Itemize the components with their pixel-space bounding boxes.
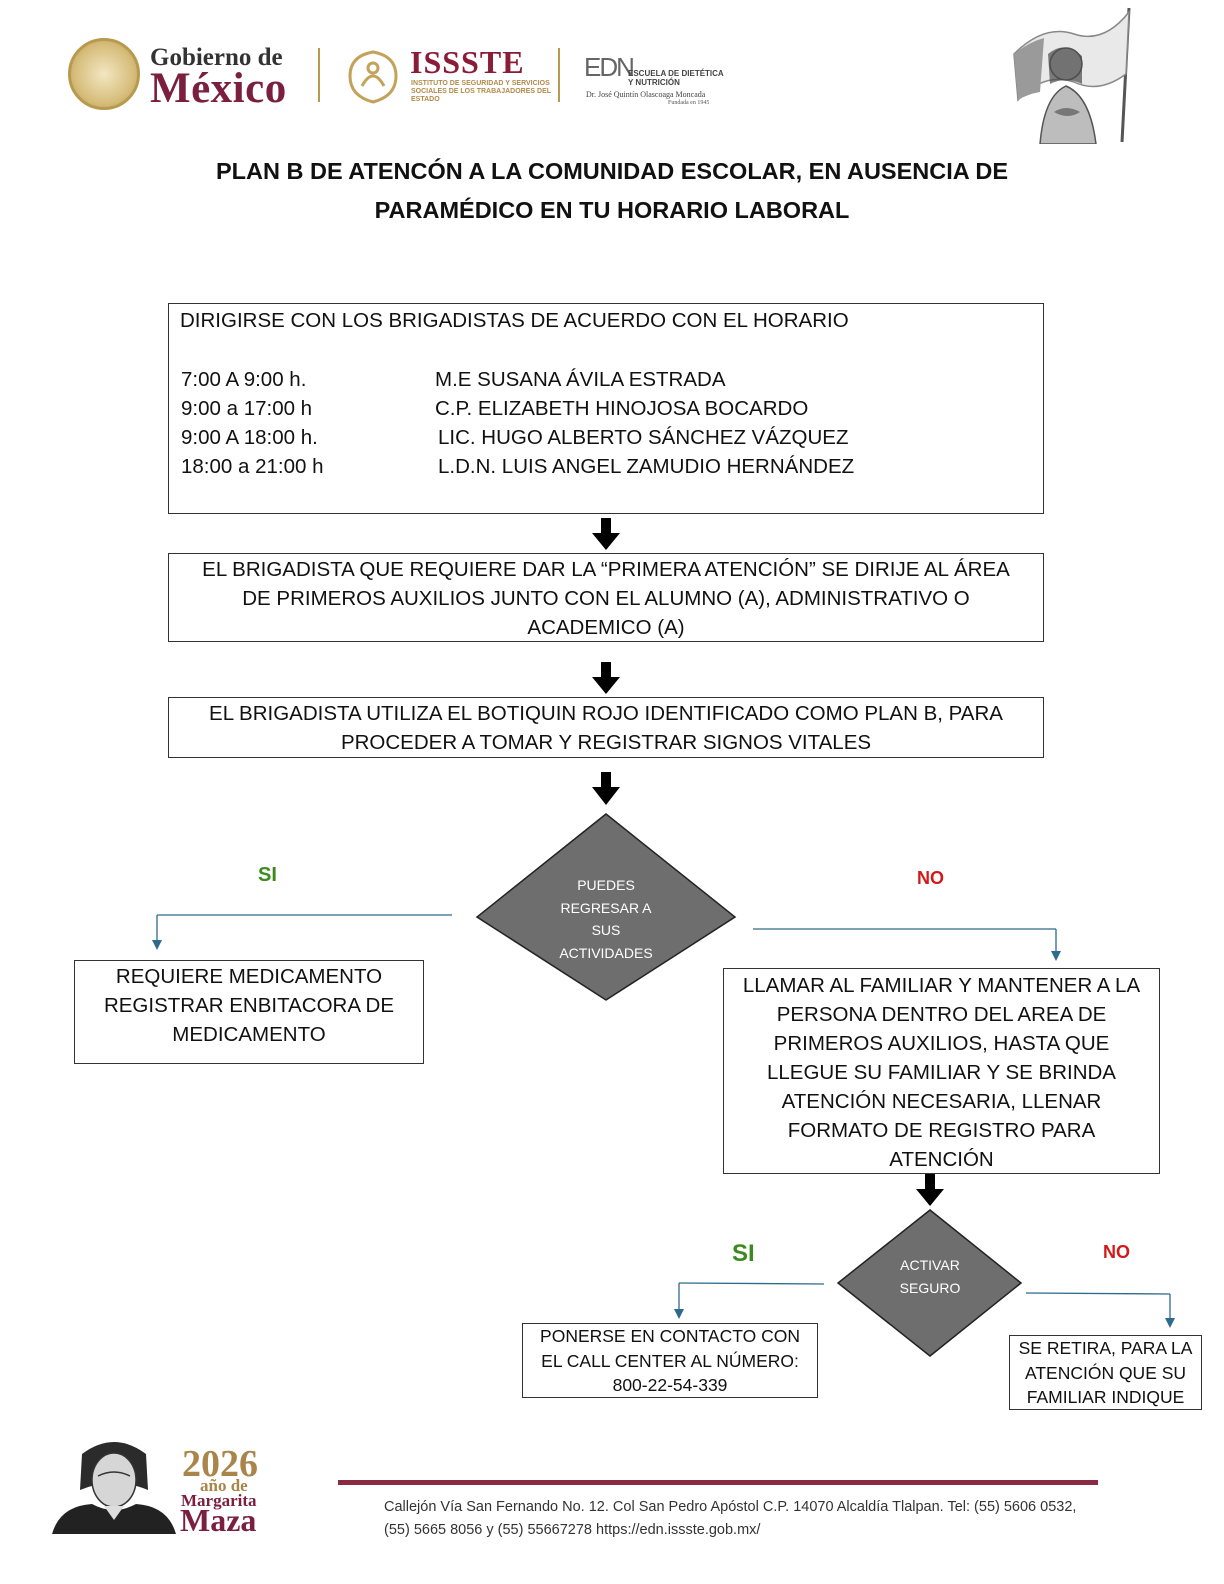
header-divider (318, 48, 320, 102)
box-line: REQUIERE MEDICAMENTO (115, 965, 383, 988)
decision-diamond-insurance (836, 1209, 1023, 1357)
schedule-time: 18:00 a 21:00 h (181, 455, 324, 478)
edn-founder: Dr. José Quintín Olascoaga Moncada (586, 90, 706, 99)
box-line: EL BRIGADISTA QUE REQUIERE DAR LA “PRIME… (202, 558, 1010, 581)
schedule-time: 9:00 A 18:00 h. (181, 426, 318, 449)
title-line-1: PLAN B DE ATENCÓN A LA COMUNIDAD ESCOLAR… (215, 158, 1009, 184)
edn-school-line1: ESCUELA DE DIETÉTICA (628, 69, 724, 78)
schedule-heading: DIRIGIRSE CON LOS BRIGADISTAS DE ACUERDO… (180, 309, 849, 332)
box-line: PRIMEROS AUXILIOS, HASTA QUE (773, 1032, 1110, 1055)
brigadistas-schedule-box: DIRIGIRSE CON LOS BRIGADISTAS DE ACUERDO… (168, 303, 1044, 514)
title-line-2: PARAMÉDICO EN TU HORARIO LABORAL (374, 197, 850, 223)
box-line: ATENCIÓN NECESARIA, LLENAR (781, 1090, 1102, 1113)
footer-address: Callejón Vía San Fernando No. 12. Col Sa… (384, 1496, 1076, 1542)
yes-label-2: SI (732, 1240, 755, 1267)
first-attention-box: EL BRIGADISTA QUE REQUIERE DAR LA “PRIME… (168, 553, 1044, 642)
down-arrow-2 (592, 662, 620, 694)
box-line: PONERSE EN CONTACTO CON (540, 1326, 800, 1346)
issste-title: ISSSTE (410, 44, 525, 80)
yes-label-1: SI (258, 864, 277, 886)
box-line: ATENCIÓN (889, 1148, 994, 1171)
gobierno-label: Gobierno de (150, 44, 283, 71)
issste-subtitle: INSTITUTO DE SEGURIDAD Y SERVICIOS SOCIA… (411, 80, 551, 103)
edn-school-line2: Y NUTRICIÓN (628, 78, 680, 87)
down-arrow-3 (592, 772, 620, 805)
decision-return-label: PUEDES REGRESAR A SUS ACTIVIDADES (536, 874, 676, 964)
header-divider-2 (558, 48, 560, 102)
down-arrow-1 (592, 518, 620, 550)
box-line: DE PRIMEROS AUXILIOS JUNTO CON EL ALUMNO… (242, 587, 970, 610)
box-line: EL CALL CENTER AL NÚMERO: (541, 1350, 799, 1371)
box-line: 800-22-54-339 (612, 1375, 728, 1395)
call-center-box: PONERSE EN CONTACTO CON EL CALL CENTER A… (522, 1323, 818, 1398)
box-line: ACADEMICO (A) (527, 616, 685, 639)
no-label-2: NO (1103, 1242, 1130, 1262)
box-line: EL BRIGADISTA UTILIZA EL BOTIQUIN ROJO I… (209, 702, 1003, 725)
box-line: MEDICAMENTO (172, 1023, 326, 1046)
decision-line: PUEDES (577, 877, 635, 893)
honoree-last-name: Maza (180, 1502, 257, 1538)
box-line: SE RETIRA, PARA LA (1018, 1338, 1193, 1358)
edn-school-name: ESCUELA DE DIETÉTICA Y NUTRICIÓN (628, 69, 724, 87)
decision-diamond-return (475, 813, 737, 1001)
red-kit-box: EL BRIGADISTA UTILIZA EL BOTIQUIN ROJO I… (168, 697, 1044, 758)
mexico-seal-icon (68, 38, 140, 110)
box-line: PERSONA DENTRO DEL AREA DE (776, 1003, 1107, 1026)
box-line: LLAMAR AL FAMILIAR Y MANTENER A LA (742, 974, 1141, 997)
decision-line: ACTIVIDADES (559, 944, 653, 961)
decision-line: ACTIVAR (900, 1257, 960, 1273)
box-line: ATENCIÓN QUE SU (1024, 1362, 1187, 1383)
schedule-name: C.P. ELIZABETH HINOJOSA BOCARDO (435, 397, 809, 420)
decision-insurance-label: ACTIVAR SEGURO (870, 1254, 990, 1299)
schedule-name: L.D.N. LUIS ANGEL ZAMUDIO HERNÁNDEZ (438, 455, 855, 478)
footer-divider (338, 1480, 1098, 1485)
no-label-1: NO (917, 868, 944, 888)
box-line: LLEGUE SU FAMILIAR Y SE BRINDA (766, 1061, 1116, 1084)
decision-line: REGRESAR A (560, 899, 652, 916)
box-line: FORMATO DE REGISTRO PARA (787, 1119, 1096, 1142)
box-line: PROCEDER A TOMAR Y REGISTRAR SIGNOS VITA… (340, 731, 872, 754)
schedule-name: LIC. HUGO ALBERTO SÁNCHEZ VÁZQUEZ (438, 426, 849, 449)
edn-logo-text: EDN (584, 52, 635, 82)
call-family-box: LLAMAR AL FAMILIAR Y MANTENER A LA PERSO… (723, 968, 1160, 1174)
box-line: REGISTRAR ENBITACORA DE (103, 994, 395, 1017)
margarita-maza-portrait (52, 1442, 176, 1534)
honoree-first-name: Margarita (181, 1491, 257, 1510)
medication-box: REQUIERE MEDICAMENTO REGISTRAR ENBITACOR… (74, 960, 424, 1064)
box-line: FAMILIAR INDIQUE (1026, 1387, 1185, 1407)
decision-line: SEGURO (899, 1279, 961, 1296)
heroine-flag-illustration (1013, 7, 1131, 144)
edn-founded: Fundada en 1945 (668, 100, 710, 106)
issste-logo-icon (348, 50, 398, 104)
schedule-time: 7:00 A 9:00 h. (181, 368, 307, 391)
page-title: PLAN B DE ATENCÓN A LA COMUNIDAD ESCOLAR… (112, 152, 1112, 230)
decision-line: SUS (591, 922, 621, 938)
schedule-time: 9:00 a 17:00 h (181, 397, 313, 420)
down-arrow-4 (916, 1173, 944, 1206)
address-line-2[interactable]: (55) 5665 8056 y (55) 55667278 https://e… (384, 1522, 761, 1538)
schedule-name: M.E SUSANA ÁVILA ESTRADA (435, 368, 726, 391)
year-label: 2026 (182, 1443, 258, 1485)
mexico-label: México (150, 65, 287, 112)
withdraw-box: SE RETIRA, PARA LA ATENCIÓN QUE SU FAMIL… (1009, 1335, 1202, 1410)
address-line-1: Callejón Vía San Fernando No. 12. Col Sa… (384, 1499, 1077, 1515)
year-sub-label: año de (200, 1476, 248, 1495)
